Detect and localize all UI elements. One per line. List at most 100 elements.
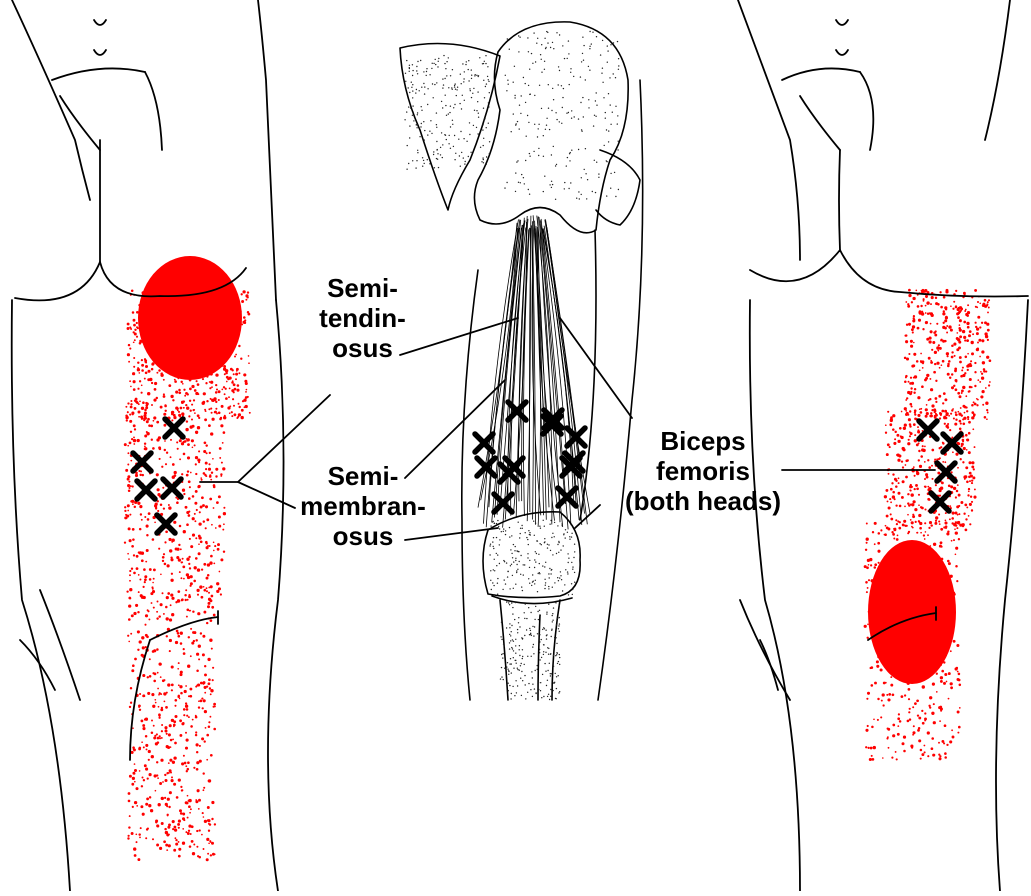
pain-stipple-dot xyxy=(129,485,132,488)
pain-stipple-dot xyxy=(140,785,144,788)
pain-stipple-dot xyxy=(911,486,914,488)
pain-stipple-dot xyxy=(189,409,192,412)
bone-stipple-dot xyxy=(521,589,524,592)
bone-stipple-dot xyxy=(411,114,414,117)
pain-stipple-dot xyxy=(138,415,141,418)
bone-stipple-dot xyxy=(531,671,533,673)
bone-stipple-dot xyxy=(416,65,418,68)
pain-stipple-dot xyxy=(194,557,198,560)
bone-stipple-dot xyxy=(532,646,534,648)
pain-stipple-dot xyxy=(179,719,183,723)
bone-stipple-dot xyxy=(548,577,550,579)
bone-stipple-dot xyxy=(509,663,511,665)
bone-stipple-dot xyxy=(493,558,495,560)
pain-stipple-dot xyxy=(205,621,209,625)
pain-stipple-dot xyxy=(133,847,137,851)
pain-stipple-dot xyxy=(964,503,968,507)
pain-stipple-dot xyxy=(958,707,961,709)
pain-stipple-dot xyxy=(944,409,948,413)
pain-stipple-dot xyxy=(920,455,923,458)
pain-stipple-dot xyxy=(964,528,968,532)
bone-stipple-dot xyxy=(558,541,560,544)
pain-stipple-dot xyxy=(137,403,140,406)
bone-stipple-dot xyxy=(527,553,529,555)
bone-stipple-dot xyxy=(411,86,413,89)
bone-stipple-dot xyxy=(589,45,591,47)
bone-stipple-dot xyxy=(554,601,556,603)
pain-stipple-dot xyxy=(893,441,897,445)
pain-stipple-dot xyxy=(945,424,949,428)
bone-stipple-dot xyxy=(488,92,490,94)
pain-stipple-dot xyxy=(220,558,224,562)
pain-stipple-dot xyxy=(955,489,959,493)
pain-stipple-dot xyxy=(135,841,138,844)
bone-stipple-dot xyxy=(506,181,508,184)
pain-stipple-dot xyxy=(956,521,959,525)
pain-stipple-dot xyxy=(887,472,890,475)
pain-stipple-dot xyxy=(987,299,991,302)
pain-stipple-dot xyxy=(173,378,176,381)
bone-stipple-dot xyxy=(510,131,512,133)
pain-stipple-dot xyxy=(141,636,145,640)
bone-stipple-dot xyxy=(534,618,536,621)
pain-stipple-dot xyxy=(174,698,178,702)
pain-stipple-dot xyxy=(242,290,246,294)
pain-stipple-dot xyxy=(963,475,967,479)
bone-stipple-dot xyxy=(547,31,549,34)
pain-stipple-dot xyxy=(223,373,226,376)
pain-stipple-dot xyxy=(890,683,894,687)
bone-stipple-dot xyxy=(543,651,545,653)
pain-stipple-dot xyxy=(139,827,142,830)
pain-stipple-dot xyxy=(169,438,173,441)
muscle-fiber-line xyxy=(545,224,588,525)
pain-stipple-dot xyxy=(191,403,194,406)
bone-stipple-dot xyxy=(598,176,600,178)
pain-stipple-dot xyxy=(965,518,968,521)
pain-stipple-dot xyxy=(127,834,130,837)
pain-stipple-dot xyxy=(980,370,982,373)
bone-stipple-dot xyxy=(436,140,438,143)
pain-stipple-dot xyxy=(136,630,140,634)
pain-stipple-dot xyxy=(133,323,136,327)
bone-stipple-dot xyxy=(569,160,571,162)
pain-stipple-dot xyxy=(139,400,141,403)
pain-stipple-dot xyxy=(919,506,923,509)
pain-stipple-dot xyxy=(202,848,205,850)
trigger-point-x-icon xyxy=(472,431,496,455)
bone-stipple-dot xyxy=(539,614,541,617)
pain-stipple-dot xyxy=(185,738,189,742)
bone-stipple-dot xyxy=(610,187,612,189)
pain-stipple-dot xyxy=(215,388,219,391)
pain-stipple-dot xyxy=(912,315,916,318)
pain-stipple-dot xyxy=(157,825,160,828)
pain-stipple-dot xyxy=(196,829,199,833)
pain-stipple-dot xyxy=(917,396,921,400)
bone-stipple-dot xyxy=(442,144,444,146)
left-leg-figure xyxy=(10,0,285,892)
pain-stipple-dot xyxy=(984,387,987,389)
pain-stipple-dot xyxy=(128,539,132,543)
bone-stipple-dot xyxy=(412,90,414,92)
pain-stipple-dot xyxy=(931,711,935,715)
bone-stipple-dot xyxy=(501,638,503,641)
pain-stipple-dot xyxy=(963,320,967,324)
pain-stipple-dot xyxy=(209,753,213,757)
muscle-fiber-line xyxy=(529,215,532,513)
bone-stipple-dot xyxy=(562,87,565,90)
bone-stipple-dot xyxy=(565,569,567,571)
pain-stipple-dot xyxy=(902,448,906,452)
right-pain-zone-knee xyxy=(868,540,956,684)
pain-stipple-dot xyxy=(168,618,173,622)
pain-stipple-dot xyxy=(134,473,139,478)
bone-stipple-dot xyxy=(482,157,484,159)
bone-stipple-dot xyxy=(558,692,560,694)
bone-stipple-dot xyxy=(470,69,472,71)
pain-stipple-dot xyxy=(944,672,948,677)
pain-stipple-dot xyxy=(216,501,219,504)
pain-stipple-dot xyxy=(204,505,209,509)
pain-stipple-dot xyxy=(947,530,950,533)
pain-stipple-dot xyxy=(950,386,955,390)
pain-stipple-dot xyxy=(233,355,237,358)
bone-stipple-dot xyxy=(475,126,478,129)
bone-stipple-dot xyxy=(435,63,437,66)
